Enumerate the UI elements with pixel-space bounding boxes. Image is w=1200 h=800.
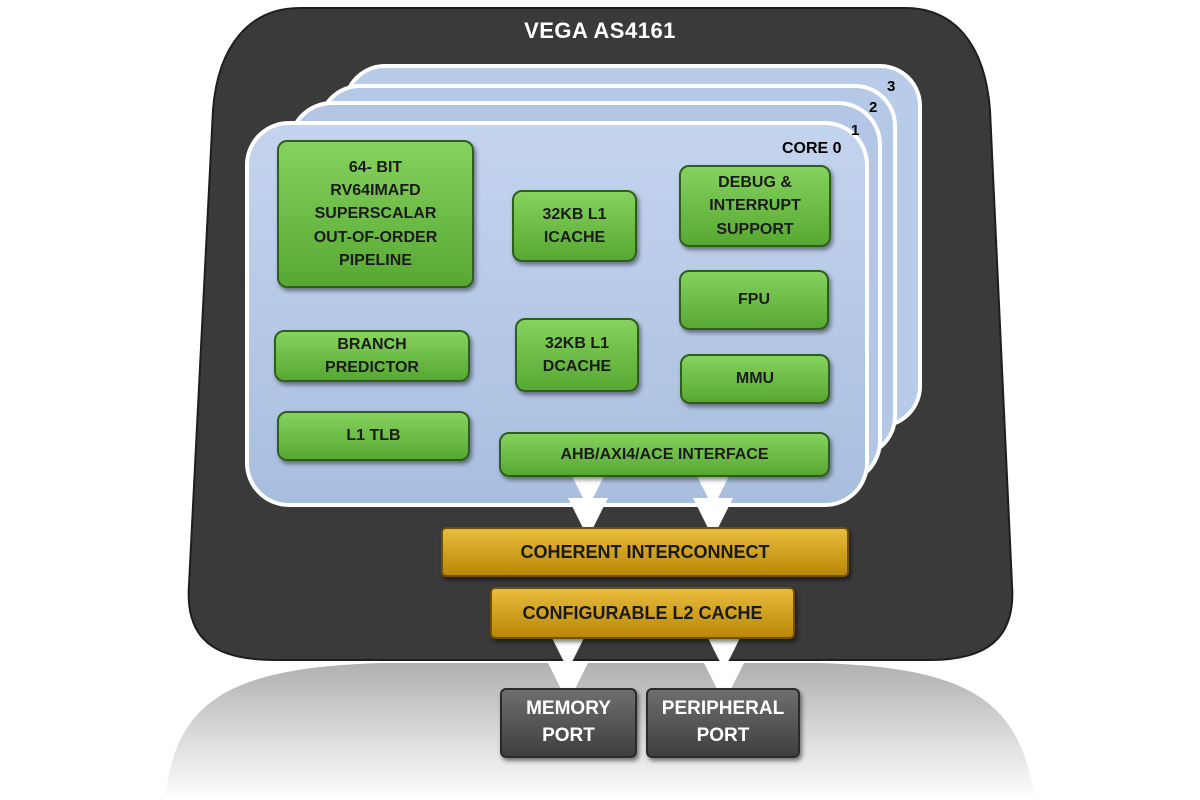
l2-cache-bar: CONFIGURABLE L2 CACHE	[490, 587, 795, 639]
arrows-lower	[548, 630, 744, 703]
chip-title: VEGA AS4161	[524, 18, 676, 43]
l1-tlb-block: L1 TLB	[277, 411, 470, 461]
fpu-block: FPU	[679, 270, 829, 330]
core-label-1: 1	[851, 122, 860, 139]
bus-interface-block: AHB/AXI4/ACE INTERFACE	[499, 432, 830, 477]
core-label-2: 2	[869, 99, 878, 116]
arrows-upper	[568, 468, 733, 538]
debug-interrupt-block: DEBUG & INTERRUPT SUPPORT	[679, 165, 831, 247]
pipeline-block: 64- BIT RV64IMAFD SUPERSCALAR OUT-OF-ORD…	[277, 140, 474, 288]
core-label-3: 3	[887, 78, 896, 95]
memory-port: MEMORY PORT	[500, 688, 637, 758]
coherent-interconnect-bar: COHERENT INTERCONNECT	[441, 527, 849, 577]
core-0-label: CORE 0	[782, 140, 842, 157]
mmu-block: MMU	[680, 354, 830, 404]
icache-block: 32KB L1 ICACHE	[512, 190, 637, 262]
peripheral-port: PERIPHERAL PORT	[646, 688, 800, 758]
branch-predictor-block: BRANCH PREDICTOR	[274, 330, 470, 382]
dcache-block: 32KB L1 DCACHE	[515, 318, 639, 392]
